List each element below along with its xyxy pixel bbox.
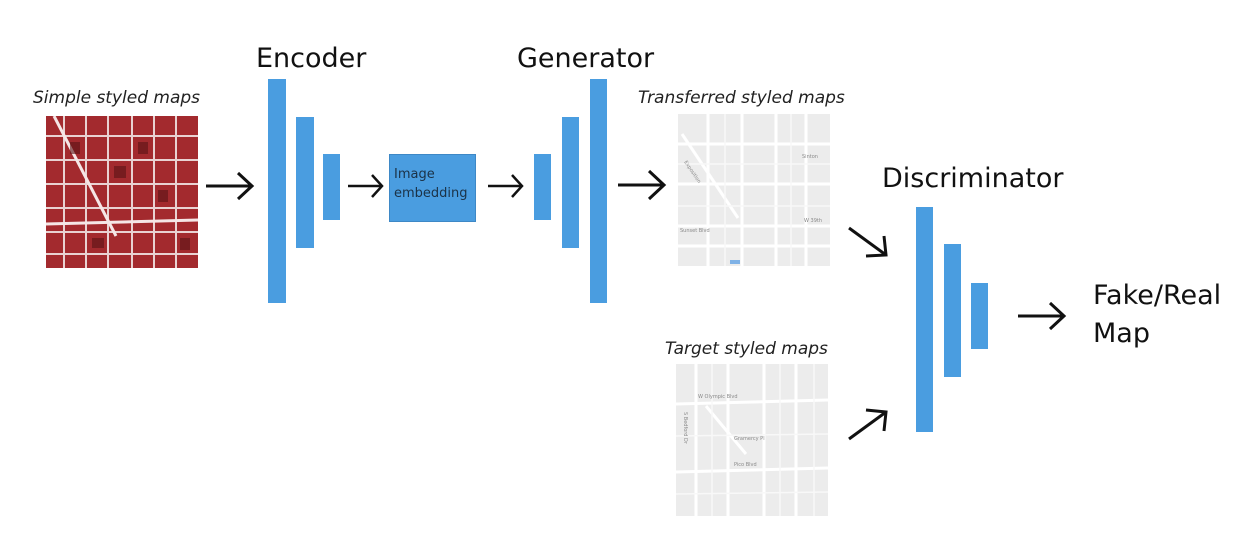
embedding-label-line2: embedding	[394, 186, 468, 201]
discriminator-layer-2	[944, 244, 961, 377]
encoder-layer-3	[323, 154, 340, 220]
encoder-layer-1	[268, 79, 286, 303]
encoder-title: Encoder	[256, 43, 367, 74]
encoder-layer-2	[296, 117, 314, 248]
arrow-to-generator	[488, 174, 524, 198]
simple-maps-label: Simple styled maps	[33, 88, 201, 108]
generator-layer-2	[562, 117, 579, 248]
output-line2: Map	[1093, 318, 1150, 349]
arrow-target-to-discriminator	[848, 408, 888, 441]
generator-layer-3	[590, 79, 607, 303]
discriminator-layer-1	[916, 207, 933, 432]
transferred-maps-label: Transferred styled maps	[638, 88, 845, 108]
arrow-to-transferred-maps	[618, 169, 667, 201]
fake-real-output-label: Fake/Real Map	[1093, 277, 1221, 353]
target-map-street-2: S Bedford Dr	[682, 412, 688, 445]
image-embedding-box: Image embedding	[389, 154, 476, 222]
output-line1: Fake/Real	[1093, 280, 1222, 311]
transferred-map-street-2: Sunset Blvd	[680, 228, 710, 234]
simple-styled-map-image	[46, 116, 198, 268]
arrow-transferred-to-discriminator	[848, 226, 888, 258]
discriminator-layer-3	[971, 283, 988, 349]
transferred-map-street-1: W 39th	[804, 218, 822, 224]
target-styled-map-image: W Olympic Blvd Pico Blvd S Bedford Dr Gr…	[676, 364, 828, 516]
transferred-map-street-0: Sinton	[802, 154, 818, 160]
transferred-styled-map-image: Sinton W 39th Sunset Blvd Exposition	[678, 114, 830, 266]
embedding-label-line1: Image	[394, 167, 435, 182]
generator-layer-1	[534, 154, 551, 220]
target-map-street-1: Pico Blvd	[734, 462, 757, 468]
generator-title: Generator	[517, 43, 655, 74]
arrow-to-output	[1018, 301, 1067, 331]
arrow-to-embedding	[348, 174, 384, 198]
target-maps-label: Target styled maps	[665, 339, 828, 359]
arrow-to-encoder	[206, 171, 255, 201]
discriminator-title: Discriminator	[882, 163, 1064, 194]
target-map-street-0: W Olympic Blvd	[698, 394, 738, 400]
target-map-street-3: Gramercy Pl	[734, 436, 765, 442]
